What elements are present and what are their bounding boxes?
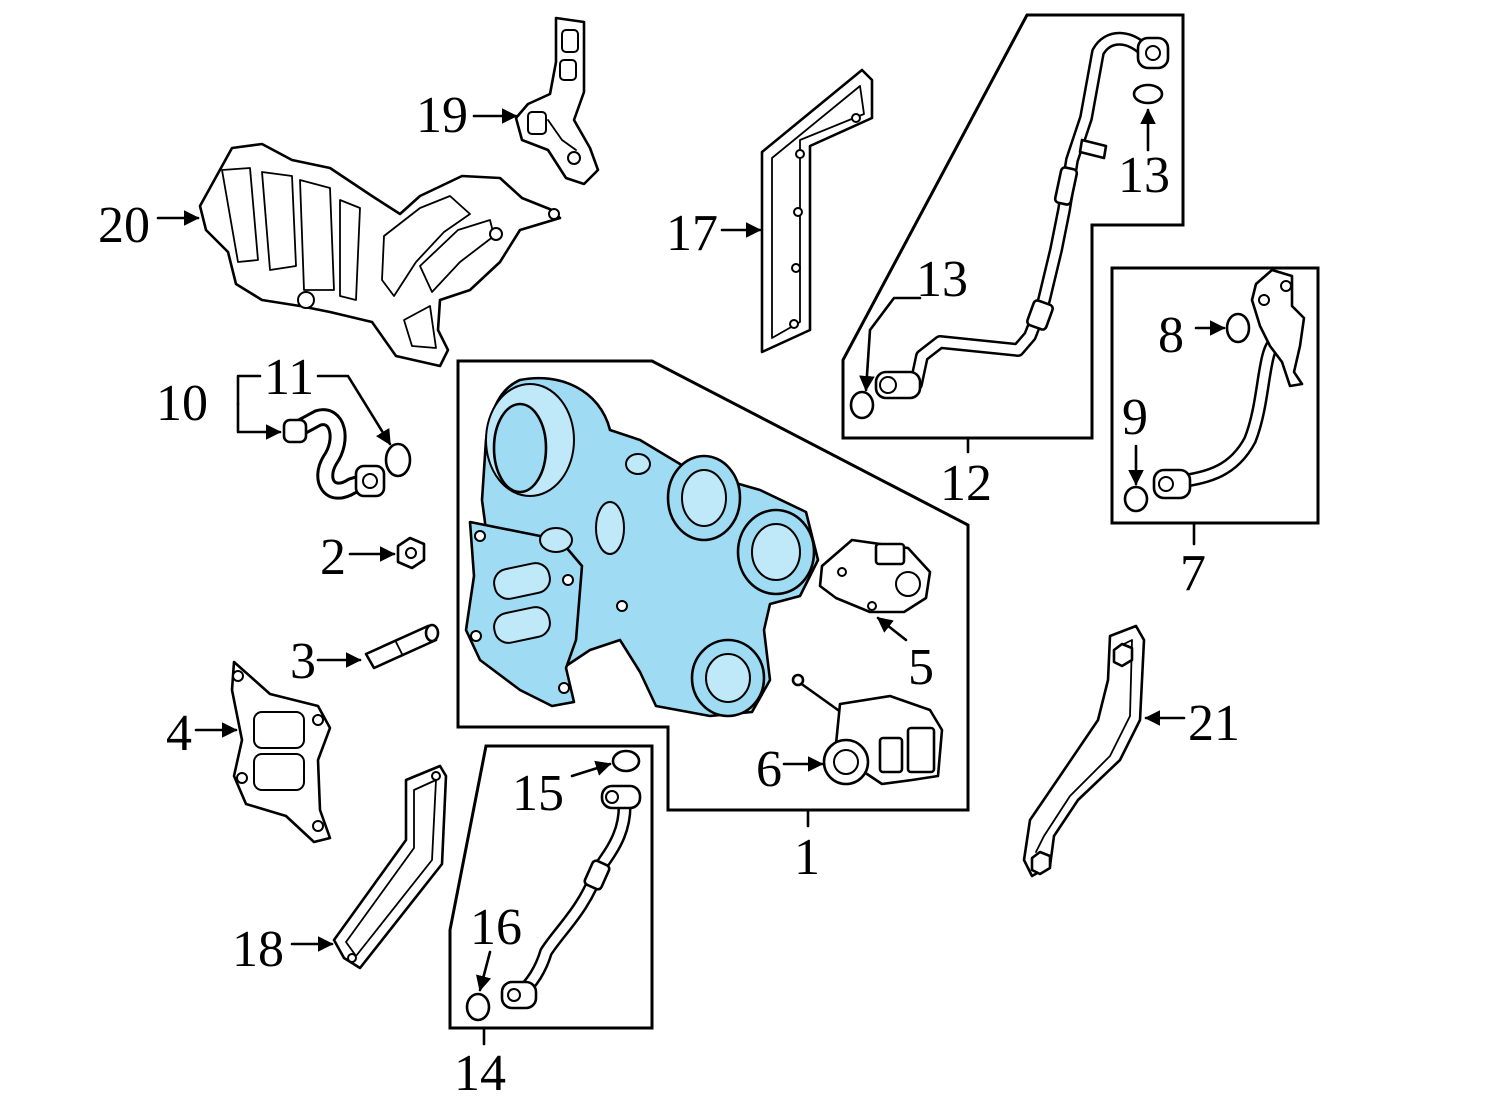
group-box-7 (1110, 266, 1320, 525)
callout-20: 20 (98, 197, 150, 254)
group-box-14 (448, 744, 654, 1030)
callout-19: 19 (416, 87, 468, 144)
o-ring-13-top[interactable] (1132, 83, 1164, 105)
stud-3-part[interactable] (364, 623, 440, 670)
callout-10: 10 (156, 375, 208, 432)
o-ring-15[interactable] (611, 749, 641, 773)
callout-labels: 19 20 17 13 13 12 8 9 7 10 11 2 3 4 18 5… (98, 87, 1240, 1102)
leader-lines (156, 108, 1226, 1046)
oil-line-12-part[interactable] (874, 31, 1170, 400)
gasket-strip-17-part[interactable] (760, 68, 874, 354)
callout-9: 9 (1122, 389, 1148, 446)
sensor-5-part[interactable] (818, 538, 932, 614)
o-ring-11[interactable] (384, 442, 412, 478)
callout-13-mid: 13 (916, 251, 968, 308)
nut-2-part[interactable] (396, 536, 426, 570)
heat-shield-part[interactable] (198, 142, 562, 368)
o-ring-8[interactable] (1225, 312, 1251, 344)
callout-16: 16 (470, 899, 522, 956)
actuator-6-part[interactable] (791, 673, 944, 786)
callout-2: 2 (320, 529, 346, 586)
bracket-18-part[interactable] (332, 764, 448, 970)
callout-5: 5 (908, 639, 934, 696)
callout-17: 17 (666, 205, 718, 262)
callout-14: 14 (454, 1045, 506, 1102)
callout-13-top: 13 (1118, 147, 1170, 204)
callout-21: 21 (1188, 695, 1240, 752)
callout-18: 18 (232, 921, 284, 978)
coolant-line-7-part[interactable] (1152, 268, 1306, 500)
o-ring-13-bottom[interactable] (849, 390, 875, 420)
callout-15: 15 (512, 765, 564, 822)
bracket-19-part[interactable] (514, 16, 600, 186)
callout-6: 6 (756, 741, 782, 798)
hose-10-part[interactable] (282, 408, 386, 500)
callout-1: 1 (794, 829, 820, 886)
callout-11: 11 (264, 349, 314, 406)
callout-8: 8 (1158, 307, 1184, 364)
oil-line-14-part[interactable] (500, 784, 642, 1010)
o-ring-9[interactable] (1123, 485, 1149, 513)
o-ring-16[interactable] (465, 992, 491, 1022)
group-box-1 (456, 359, 970, 812)
gasket-4-part[interactable] (230, 660, 332, 844)
callout-4: 4 (166, 705, 192, 762)
group-box-12 (841, 13, 1185, 440)
callout-12: 12 (940, 455, 992, 512)
callout-3: 3 (290, 633, 316, 690)
turbocharger-1-part[interactable] (464, 376, 820, 718)
callout-7: 7 (1180, 545, 1206, 602)
bracket-21-part[interactable] (1022, 624, 1146, 878)
